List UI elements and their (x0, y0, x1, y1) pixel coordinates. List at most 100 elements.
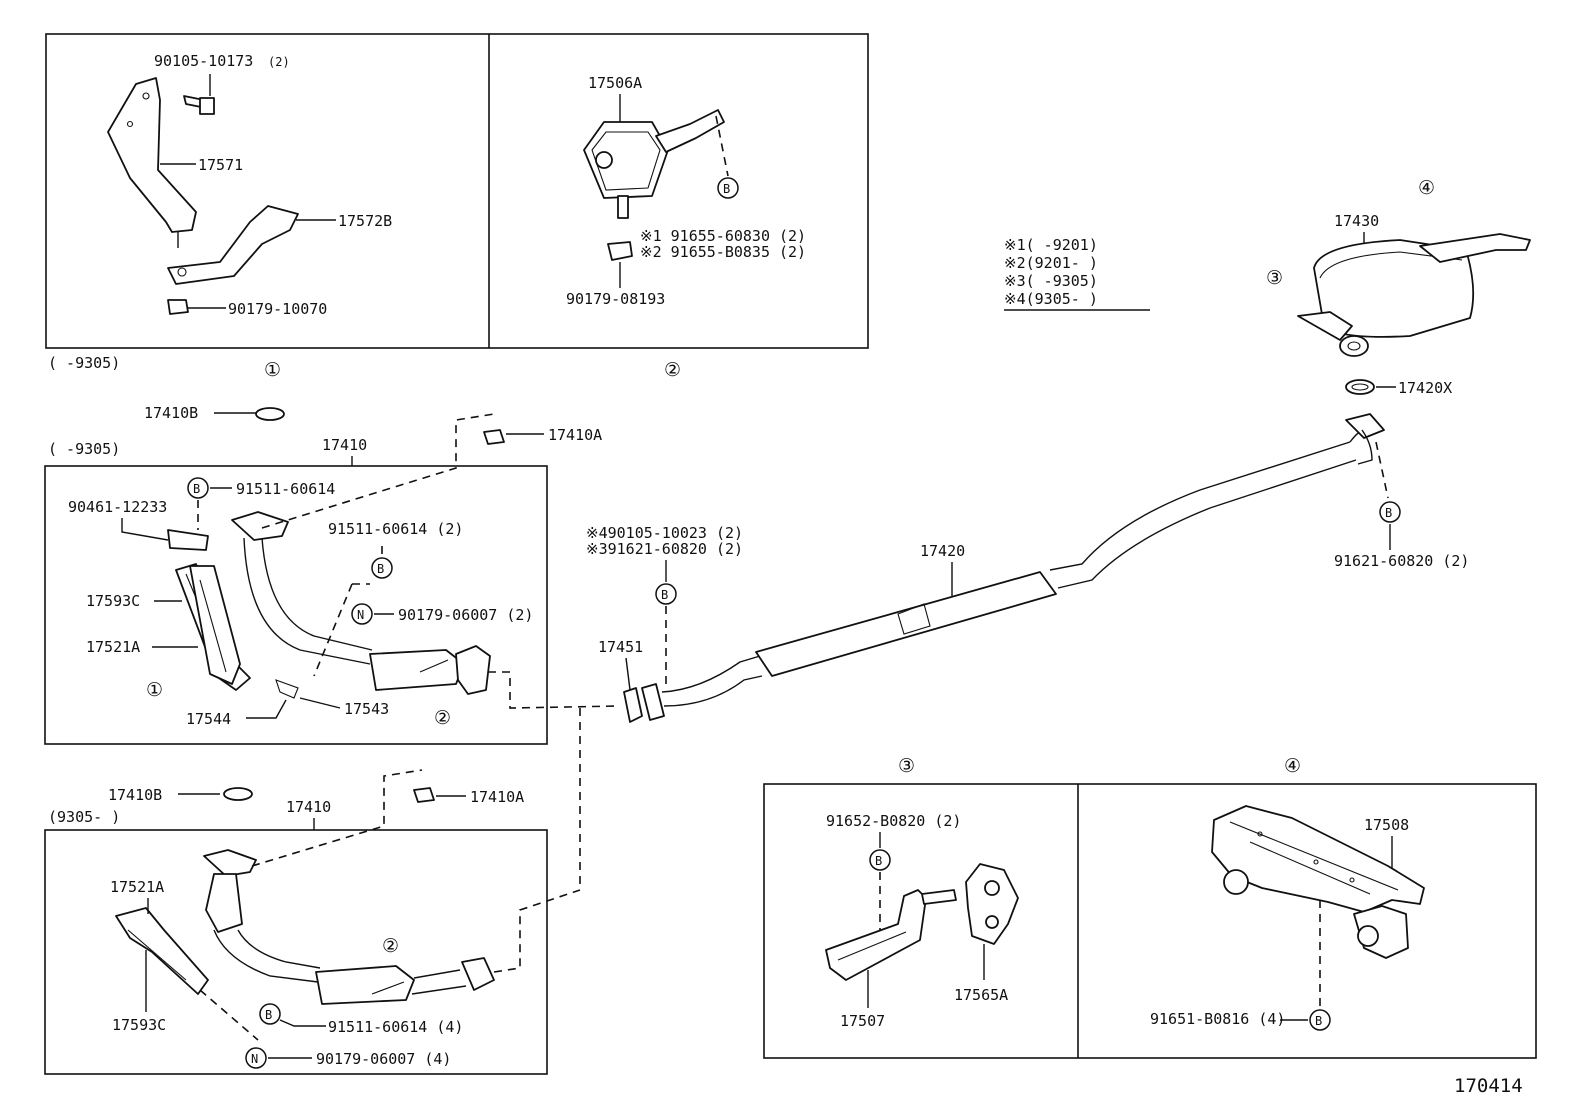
label-b-91511-60614: 91511-60614 (4) (328, 1018, 463, 1036)
b-mark-a2-text: B (377, 562, 384, 576)
n-mark-a-text: N (357, 608, 364, 622)
label-90105-10023: ※490105-10023 (2) (586, 524, 743, 542)
marker-box3: ③ (898, 755, 915, 777)
marker-box4: ④ (1284, 755, 1301, 777)
marker-box2: ② (664, 359, 681, 381)
b-mark-box4 (1309, 1009, 1331, 1031)
callout-a-1: ① (146, 679, 163, 701)
bracket-17571 (107, 77, 197, 248)
pipe-a-17410 (231, 511, 491, 695)
label-a-17410A: 17410A (548, 426, 602, 444)
range-note-b: (9305- ) (48, 808, 120, 826)
section-a-frame (44, 465, 548, 745)
b-mark-a1-text: B (193, 482, 200, 496)
bracket-17507 (825, 889, 957, 981)
label-a-91511-60614-2: 91511-60614 (2) (328, 520, 463, 538)
b-mark-rear (1379, 501, 1401, 523)
label-17565A: 17565A (954, 986, 1008, 1004)
b-mark-front-text: B (661, 588, 668, 602)
label-90179-10070: 90179-10070 (228, 300, 327, 318)
label-a-90179-06007: 90179-06007 (2) (398, 606, 533, 624)
spring-17543 (275, 679, 299, 699)
b-mark-b-text: B (265, 1008, 272, 1022)
n-mark-a (351, 603, 373, 625)
bracket-17572B (167, 205, 299, 285)
label-17508: 17508 (1364, 816, 1409, 834)
callout-b-2: ② (382, 935, 399, 957)
label-b-17410: 17410 (286, 798, 331, 816)
callout-4-top: ④ (1418, 177, 1435, 199)
label-91621-60820a: ※391621-60820 (2) (586, 540, 743, 558)
label-90105-10173-qty: (2) (268, 55, 290, 69)
label-a-91511-60614: 91511-60614 (236, 480, 335, 498)
label-91655-B0835: ※2 91655-B0835 (2) (640, 243, 806, 261)
nut-b-17410A (413, 787, 435, 803)
label-b-90179-06007: 90179-06007 (4) (316, 1050, 451, 1068)
callout-3-top: ③ (1266, 267, 1283, 289)
manifold-17521A (189, 565, 241, 685)
manifold-b-17521A (115, 907, 209, 995)
marker-box1: ① (264, 359, 281, 381)
muffler-17430 (1297, 233, 1531, 357)
label-17571: 17571 (198, 156, 243, 174)
bolt-90105-10173 (183, 95, 215, 115)
label-17420X: 17420X (1398, 379, 1452, 397)
b-mark-box2-text: B (723, 182, 730, 196)
b-mark-box2 (717, 177, 739, 199)
gasket-17420X (1345, 379, 1375, 395)
hanger-17565A (965, 863, 1019, 945)
nut-90179-08193 (607, 241, 633, 261)
legend-1: ※1( -9201) (1004, 236, 1098, 254)
label-17430: 17430 (1334, 212, 1379, 230)
label-b-17593C: 17593C (112, 1016, 166, 1034)
callout-a-2: ② (434, 707, 451, 729)
section-b-frame (44, 829, 548, 1075)
legend-3: ※3( -9305) (1004, 272, 1098, 290)
label-b-17410B: 17410B (108, 786, 162, 804)
label-a-17543: 17543 (344, 700, 389, 718)
label-a-17410: 17410 (322, 436, 367, 454)
label-17420: 17420 (920, 542, 965, 560)
heat-insulator-17508 (1211, 805, 1425, 959)
b-mark-box4-text: B (1315, 1014, 1322, 1028)
b-mark-rear-text: B (1385, 506, 1392, 520)
label-a-17593C: 17593C (86, 592, 140, 610)
b-mark-front (655, 583, 677, 605)
legend-4: ※4(9305- ) (1004, 290, 1098, 308)
box-1-2-frame (45, 33, 869, 349)
legend-2: ※2(9201- ) (1004, 254, 1098, 272)
label-17507: 17507 (840, 1012, 885, 1030)
b-mark-a1 (187, 477, 209, 499)
label-a-17410B: 17410B (144, 404, 198, 422)
label-17451: 17451 (598, 638, 643, 656)
legend: ※1( -9201) ※2(9201- ) ※3( -9305) ※4(9305… (1004, 236, 1150, 311)
n-mark-b (245, 1047, 267, 1069)
range-note-box1: ( -9305) (48, 354, 120, 372)
label-91621-60820b: 91621-60820 (2) (1334, 552, 1469, 570)
gasket-17451 (623, 687, 643, 723)
b-mark-a2 (371, 557, 393, 579)
label-91652-B0820: 91652-B0820 (2) (826, 812, 961, 830)
gasket-a-17410B (255, 407, 285, 421)
gasket-b-17410B (223, 787, 253, 801)
label-a-90461-12233: 90461-12233 (68, 498, 167, 516)
label-90105-10173: 90105-10173 (154, 52, 253, 70)
label-b-17410A: 17410A (470, 788, 524, 806)
drawing-number: 170414 (1454, 1075, 1523, 1097)
b-mark-box3 (869, 849, 891, 871)
box-3-4-frame (763, 783, 1537, 1059)
pipe-b-17410 (203, 849, 495, 1005)
nut-a-17410A (483, 429, 505, 445)
hanger-17506A (583, 109, 725, 219)
nut-90179-10070 (167, 299, 189, 315)
label-b-17521A: 17521A (110, 878, 164, 896)
label-17572B: 17572B (338, 212, 392, 230)
label-17506A: 17506A (588, 74, 642, 92)
n-mark-b-text: N (251, 1052, 258, 1066)
label-91651-B0816: 91651-B0816 (4) (1150, 1010, 1285, 1028)
b-mark-b (259, 1003, 281, 1025)
range-note-a: ( -9305) (48, 440, 120, 458)
label-91655-60830: ※1 91655-60830 (2) (640, 227, 806, 245)
